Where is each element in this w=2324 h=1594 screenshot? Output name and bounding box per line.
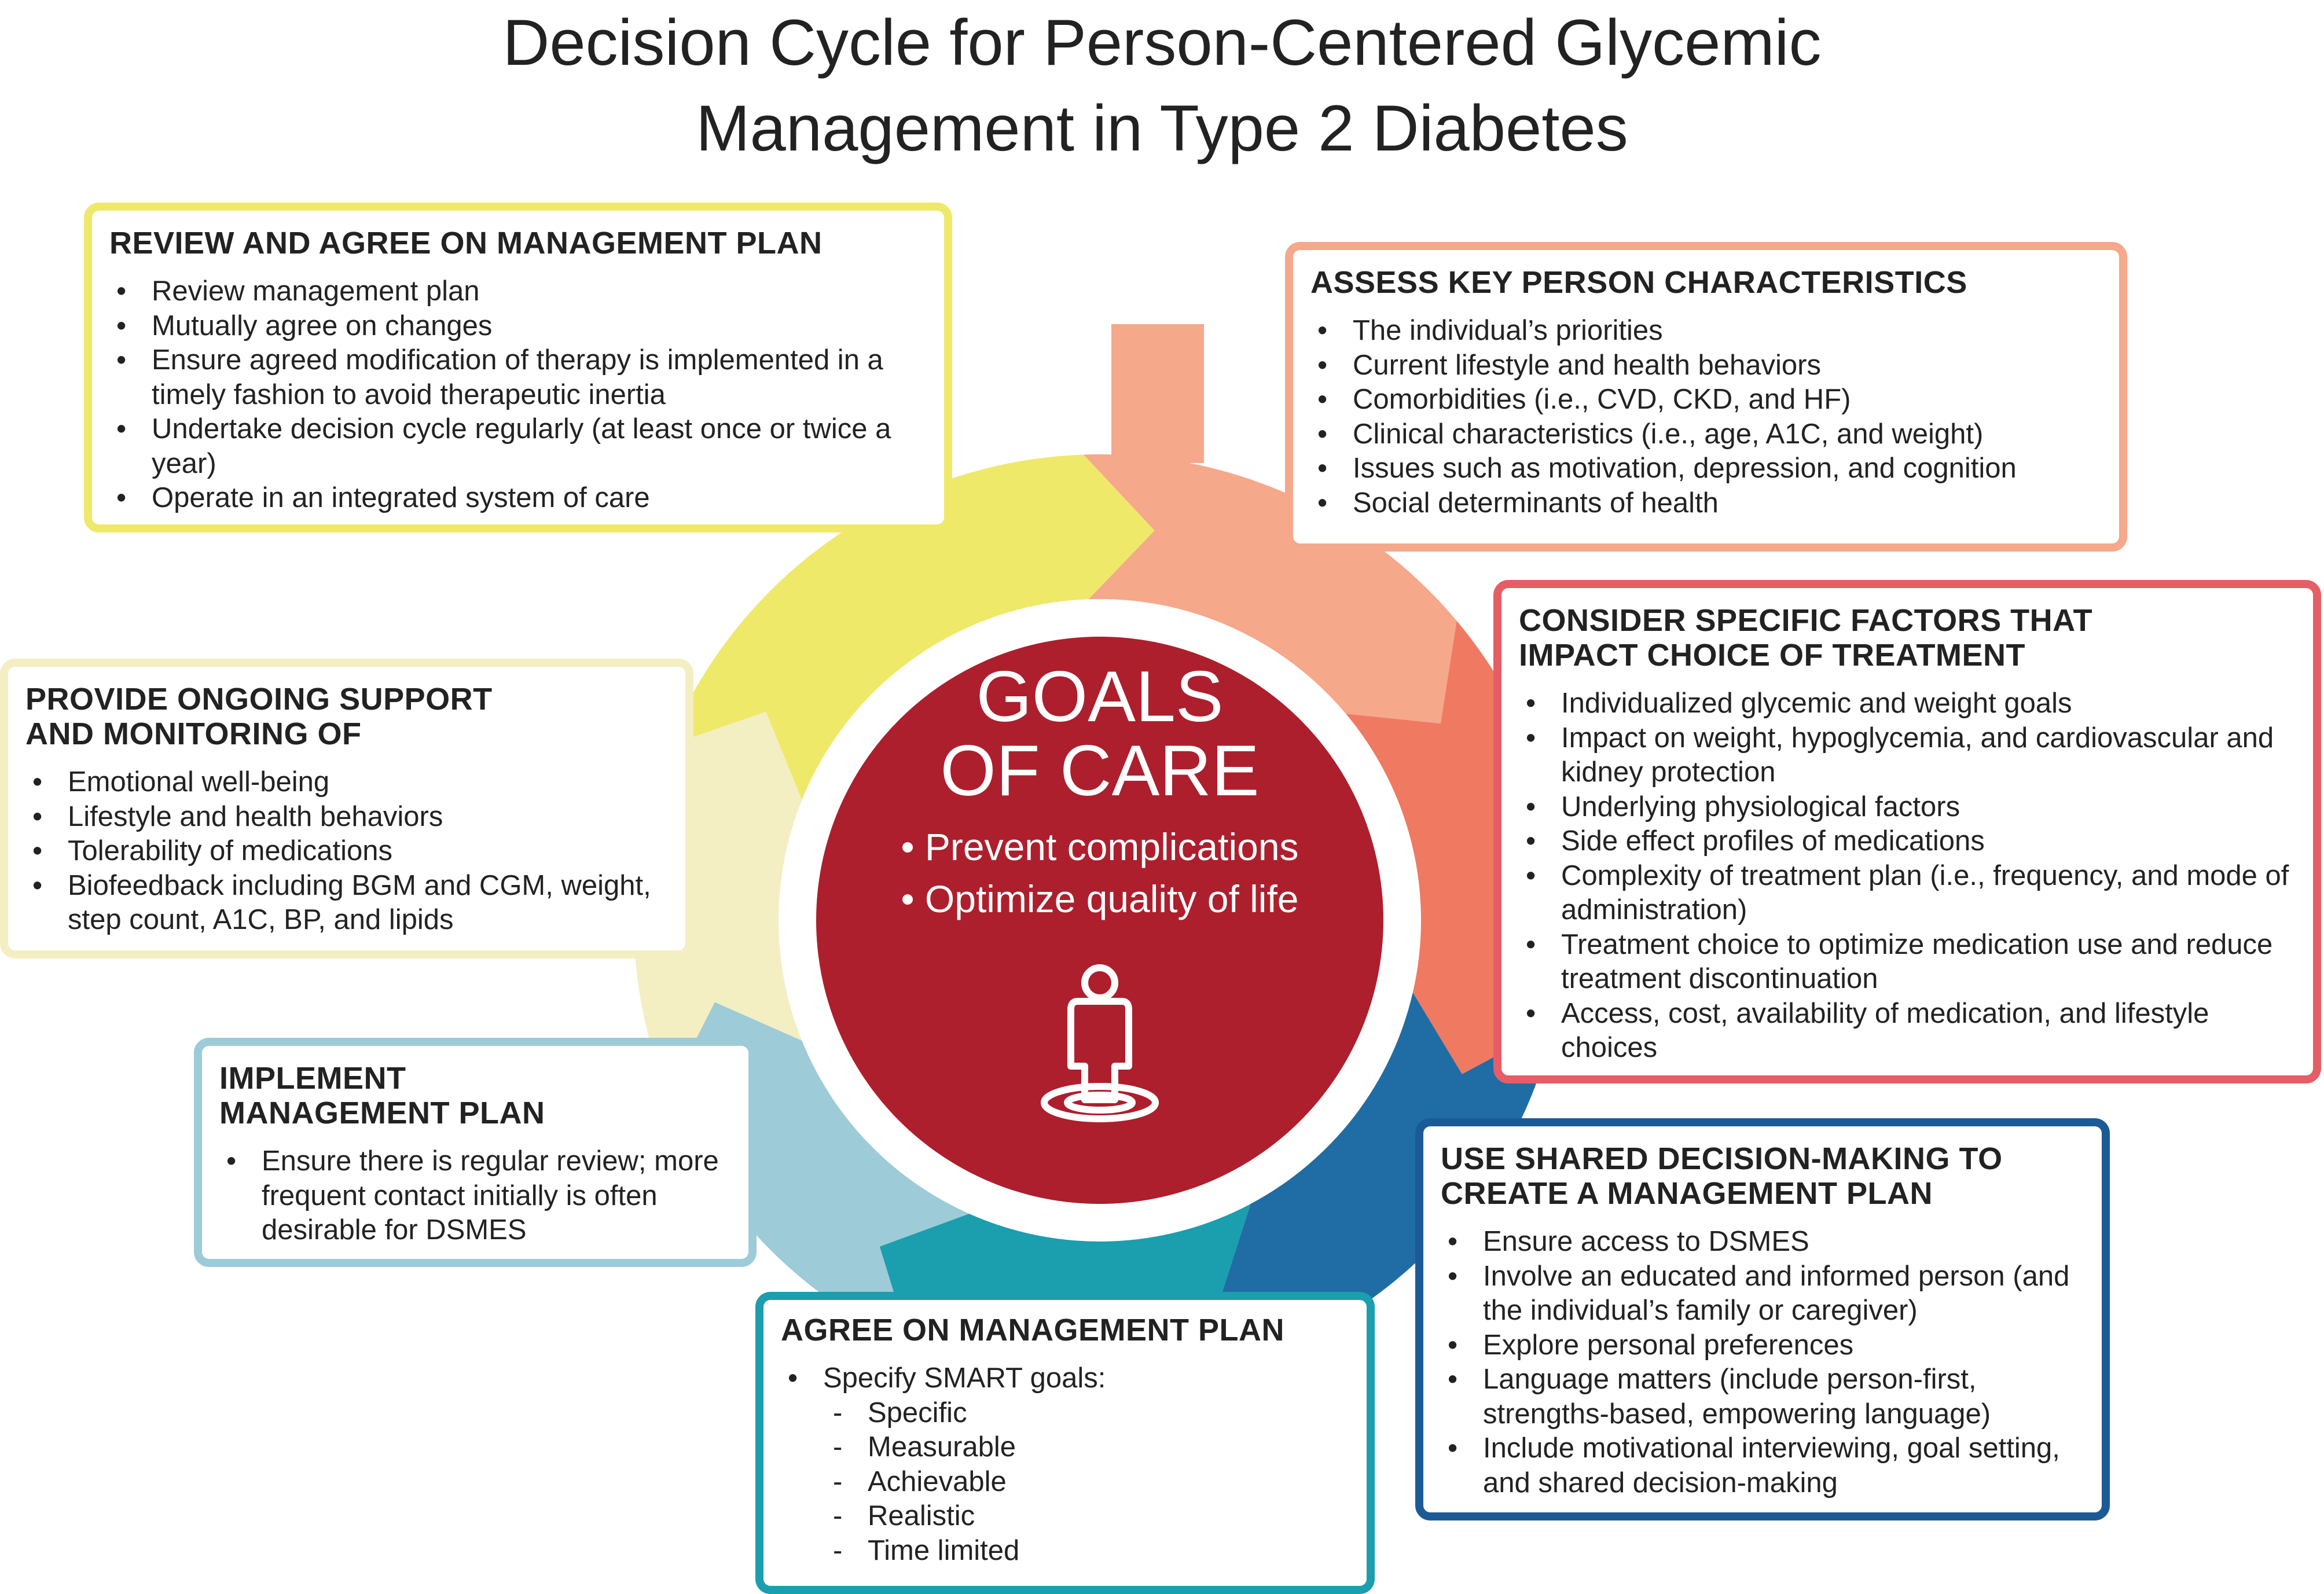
implement-heading: IMPLEMENT MANAGEMENT PLAN (219, 1061, 731, 1130)
review-agree-list: Review management plan Mutually agree on… (109, 274, 927, 516)
sub-list-item: Achievable (781, 1465, 1349, 1500)
assess-heading: ASSESS KEY PERSON CHARACTERISTICS (1310, 265, 1967, 300)
list-item: Complexity of treatment plan (i.e., freq… (1519, 859, 2296, 928)
review-agree-heading: REVIEW AND AGREE ON MANAGEMENT PLAN (109, 226, 823, 260)
person-standing-icon (1041, 964, 1159, 1122)
agree-plan-box: AGREE ON MANAGEMENT PLAN Specify SMART g… (755, 1292, 1375, 1594)
goals-title-line-1: GOALS (976, 657, 1224, 737)
support-heading: PROVIDE ONGOING SUPPORT AND MONITORING O… (25, 682, 668, 751)
list-item: Operate in an integrated system of care (109, 481, 927, 516)
goals-of-care-circle (816, 637, 1383, 1204)
list-item: The individual’s priorities (1310, 314, 2102, 348)
list-item: Underlying physiological factors (1519, 790, 2296, 825)
list-item: Issues such as motivation, depression, a… (1310, 451, 2102, 486)
assess-list: The individual’s priorities Current life… (1310, 314, 2102, 520)
list-item: Specify SMART goals: (781, 1361, 1349, 1396)
list-item: Current lifestyle and health behaviors (1310, 348, 2102, 383)
list-item: Comorbidities (i.e., CVD, CKD, and HF) (1310, 383, 2102, 417)
implement-heading-line-2: MANAGEMENT PLAN (219, 1096, 545, 1130)
list-item: Involve an educated and informed person … (1441, 1259, 2084, 1328)
agree-plan-heading: AGREE ON MANAGEMENT PLAN (781, 1313, 1285, 1347)
sub-list-item: Time limited (781, 1534, 1349, 1569)
sub-list-item: Specific (781, 1396, 1349, 1431)
review-agree-box: REVIEW AND AGREE ON MANAGEMENT PLAN Revi… (84, 203, 952, 532)
list-item: Access, cost, availability of medication… (1519, 997, 2296, 1066)
list-item: Clinical characteristics (i.e., age, A1C… (1310, 417, 2102, 452)
implement-heading-line-1: IMPLEMENT (219, 1061, 406, 1096)
list-item: Undertake decision cycle regularly (at l… (109, 412, 927, 481)
sub-list-item: Measurable (781, 1430, 1349, 1465)
support-heading-line-1: PROVIDE ONGOING SUPPORT (25, 682, 493, 717)
shared-heading-line-1: USE SHARED DECISION-MAKING TO (1441, 1141, 2003, 1176)
goals-item: • Optimize quality of life (901, 877, 1299, 920)
goals-title-line-2: OF CARE (940, 731, 1260, 811)
agree-plan-list: Specify SMART goals: Specific Measurable… (781, 1361, 1349, 1568)
support-list: Emotional well-being Lifestyle and healt… (25, 765, 668, 938)
list-item: Side effect profiles of medications (1519, 824, 2296, 859)
shared-decision-heading: USE SHARED DECISION-MAKING TO CREATE A M… (1441, 1141, 2084, 1211)
shared-decision-box: USE SHARED DECISION-MAKING TO CREATE A M… (1415, 1118, 2110, 1520)
list-item: Ensure there is regular review; more fre… (219, 1144, 731, 1248)
implement-plan-box: IMPLEMENT MANAGEMENT PLAN Ensure there i… (194, 1038, 757, 1267)
list-item: Biofeedback including BGM and CGM, weigh… (25, 869, 668, 938)
list-item: Treatment choice to optimize medication … (1519, 928, 2296, 997)
shared-heading-line-2: CREATE A MANAGEMENT PLAN (1441, 1176, 1933, 1211)
title-line-1: Decision Cycle for Person-Centered Glyce… (502, 6, 1822, 79)
ongoing-support-box: PROVIDE ONGOING SUPPORT AND MONITORING O… (0, 659, 693, 958)
goals-of-care-title: GOALS OF CARE (816, 660, 1383, 808)
list-item: Individualized glycemic and weight goals (1519, 686, 2296, 721)
implement-list: Ensure there is regular review; more fre… (219, 1144, 731, 1248)
title-line-2: Management in Type 2 Diabetes (696, 92, 1628, 164)
list-item: Emotional well-being (25, 765, 668, 800)
consider-list: Individualized glycemic and weight goals… (1519, 686, 2296, 1066)
consider-heading: CONSIDER SPECIFIC FACTORS THAT IMPACT CH… (1519, 603, 2296, 673)
goals-item: • Prevent complications (901, 825, 1299, 868)
sub-list-item: Realistic (781, 1499, 1349, 1534)
list-item: Ensure agreed modification of therapy is… (109, 343, 927, 412)
list-item: Include motivational interviewing, goal … (1441, 1431, 2084, 1500)
list-item: Lifestyle and health behaviors (25, 800, 668, 835)
assess-characteristics-box: ASSESS KEY PERSON CHARACTERISTICS The in… (1285, 242, 2127, 552)
list-item: Social determinants of health (1310, 486, 2102, 521)
shared-decision-list: Ensure access to DSMES Involve an educat… (1441, 1225, 2084, 1500)
assess-segment (1083, 454, 1457, 723)
list-item: Impact on weight, hypoglycemia, and card… (1519, 721, 2296, 790)
shared-decision-segment (1221, 992, 1554, 1332)
cycle-start-tab (1111, 324, 1204, 463)
goals-of-care-list: • Prevent complications • Optimize quali… (816, 821, 1383, 925)
page-title: Decision Cycle for Person-Centered Glyce… (0, 0, 2324, 171)
list-item: Review management plan (109, 274, 927, 309)
list-item: Explore personal preferences (1441, 1328, 2084, 1363)
support-heading-line-2: AND MONITORING OF (25, 717, 362, 751)
list-item: Ensure access to DSMES (1441, 1225, 2084, 1259)
list-item: Mutually agree on changes (109, 309, 927, 344)
consider-heading-line-1: CONSIDER SPECIFIC FACTORS THAT (1519, 603, 2093, 638)
list-item: Tolerability of medications (25, 834, 668, 869)
review-segment (667, 454, 1155, 800)
list-item: Language matters (include person-first, … (1441, 1362, 2084, 1431)
consider-heading-line-2: IMPACT CHOICE OF TREATMENT (1519, 638, 2025, 673)
goals-of-care: GOALS OF CARE • Prevent complications • … (816, 637, 1383, 1204)
consider-factors-box: CONSIDER SPECIFIC FACTORS THAT IMPACT CH… (1493, 580, 2321, 1084)
